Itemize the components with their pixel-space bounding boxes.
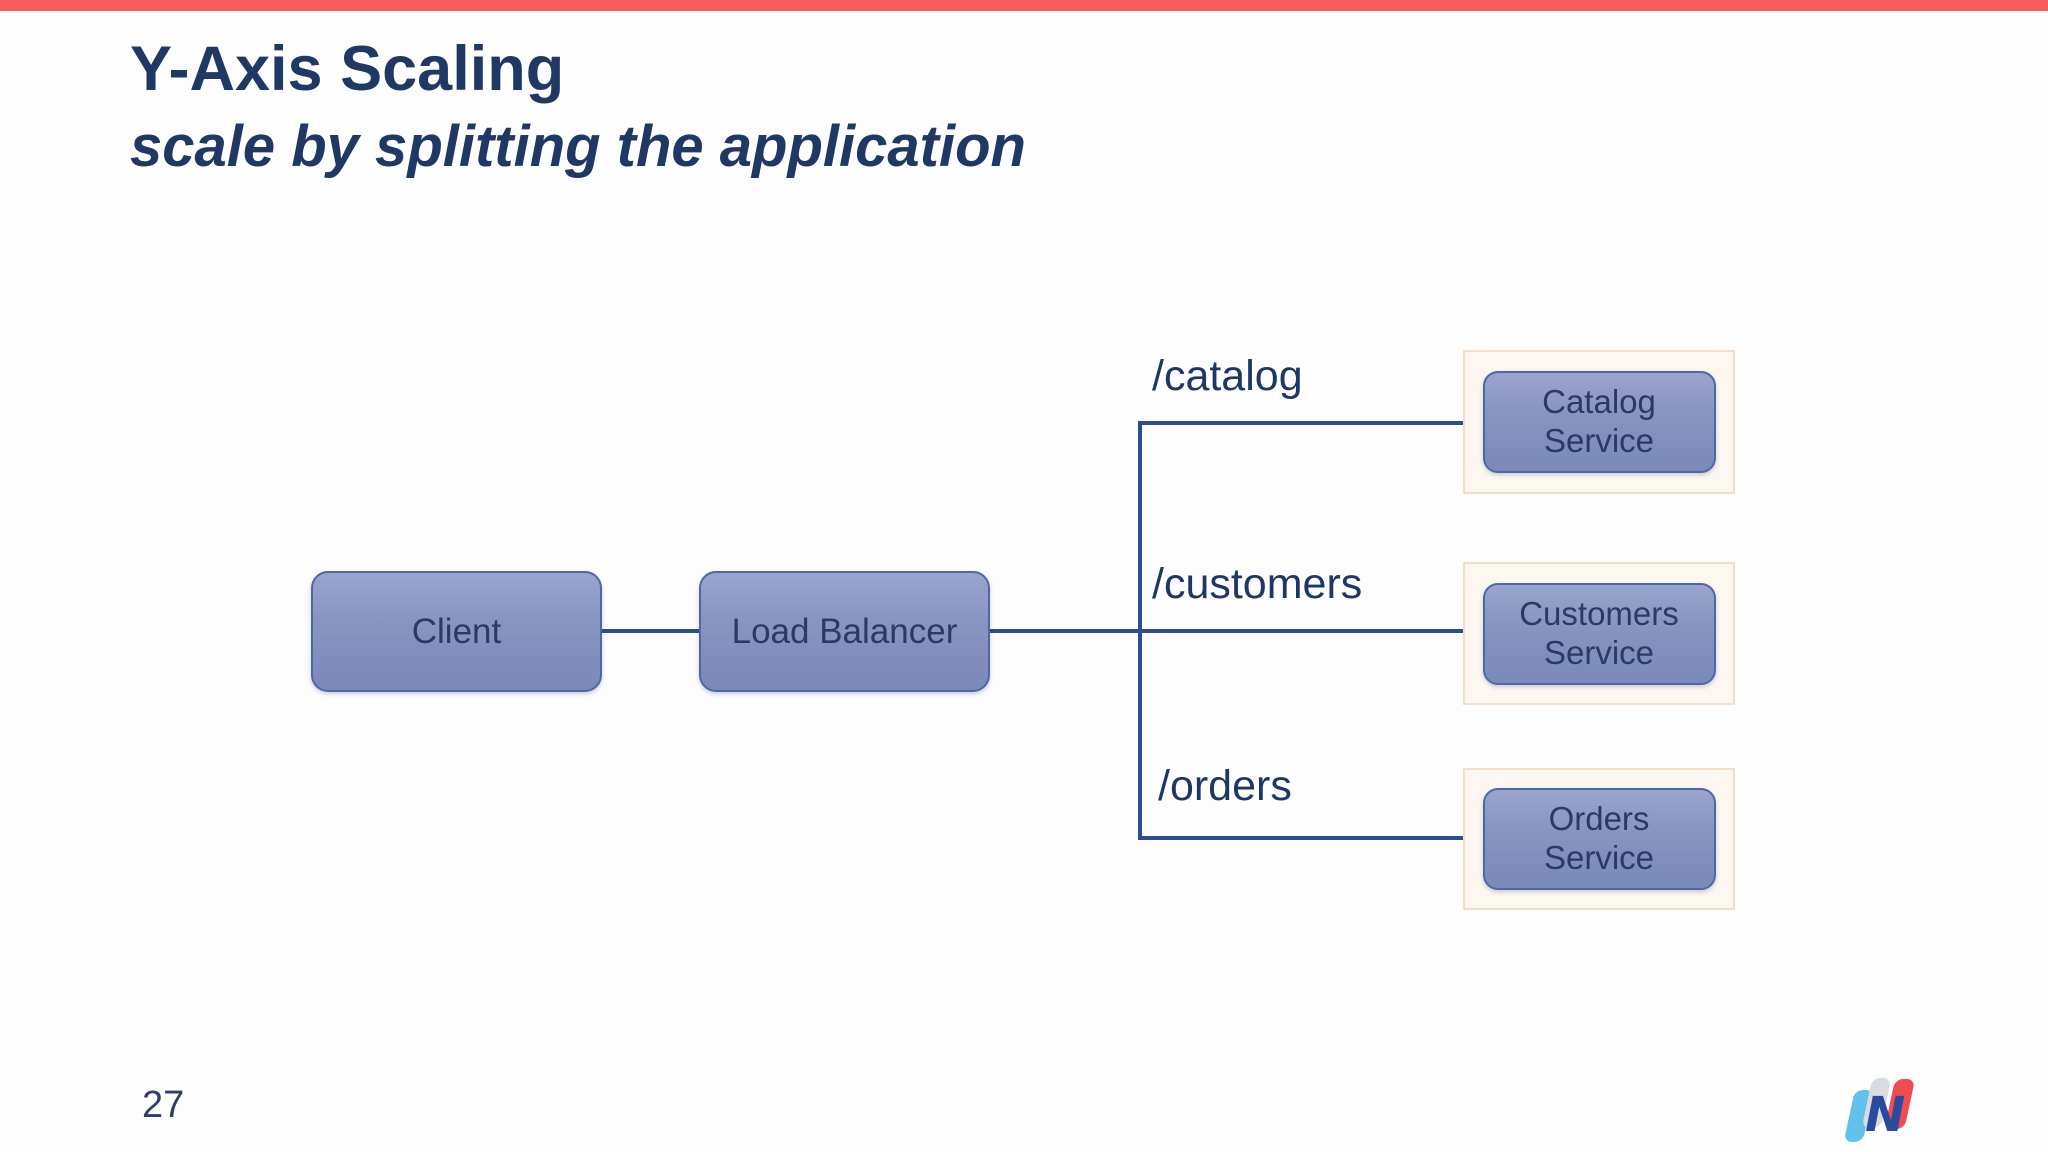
load-balancer-node: Load Balancer: [699, 571, 990, 692]
route-label-orders: /orders: [1158, 762, 1292, 810]
title-block: Y-Axis Scaling scale by splitting the ap…: [130, 30, 1026, 179]
catalog-service-container: Catalog Service: [1463, 350, 1735, 494]
svg-text:N: N: [1865, 1087, 1905, 1143]
n-mark-logo-icon: N: [1844, 1070, 1944, 1152]
orders-service-node: Orders Service: [1482, 788, 1716, 890]
connector-client-loadbalancer: [602, 629, 699, 633]
page-number: 27: [142, 1084, 185, 1126]
catalog-service-label: Catalog Service: [1542, 383, 1656, 459]
orders-service-container: Orders Service: [1463, 768, 1735, 910]
connector-loadbalancer-customers: [990, 629, 1463, 633]
route-label-customers: /customers: [1152, 560, 1363, 608]
client-node: Client: [311, 571, 602, 692]
route-label-catalog: /catalog: [1152, 352, 1303, 400]
connector-orders-branch: [1138, 836, 1463, 840]
orders-service-label: Orders Service: [1543, 800, 1655, 876]
connector-vertical-trunk: [1138, 421, 1142, 840]
load-balancer-node-label: Load Balancer: [731, 611, 958, 651]
catalog-service-node: Catalog Service: [1482, 371, 1716, 473]
top-accent-bar: [0, 0, 2048, 11]
customers-service-container: Customers Service: [1463, 562, 1735, 705]
page-title: Y-Axis Scaling: [130, 34, 565, 104]
client-node-label: Client: [411, 611, 502, 651]
customers-service-label: Customers Service: [1519, 594, 1679, 671]
customers-service-node: Customers Service: [1482, 582, 1716, 685]
page-subtitle: scale by splitting the application: [130, 113, 1026, 179]
connector-catalog-branch: [1138, 421, 1463, 425]
